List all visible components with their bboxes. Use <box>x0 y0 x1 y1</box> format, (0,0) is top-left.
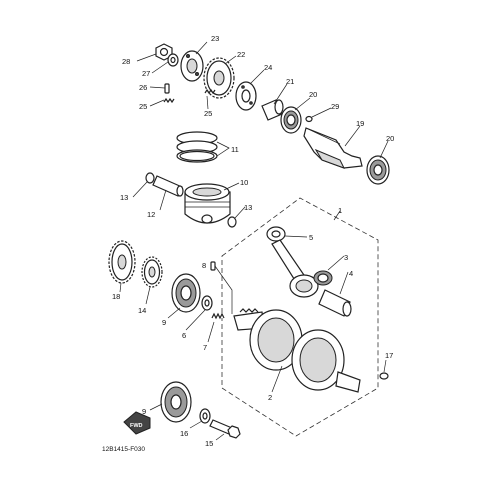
callout-13-left: 13 <box>120 193 128 202</box>
callout-24: 24 <box>264 63 272 72</box>
callout-6: 6 <box>182 331 186 340</box>
gear-18 <box>108 240 136 284</box>
pin-26 <box>164 83 170 94</box>
callout-10: 10 <box>240 178 248 187</box>
callout-17: 17 <box>385 351 393 360</box>
diagram-code: 12B1415-F030 <box>102 446 145 453</box>
callout-numbers: 23 28 22 27 24 26 21 25 20 25 29 19 20 1… <box>112 34 394 448</box>
callout-9-upper: 9 <box>162 318 166 327</box>
piston-pin-12 <box>152 175 184 197</box>
spring-25b <box>204 88 216 95</box>
collar-21 <box>261 99 284 121</box>
callout-11: 11 <box>231 145 239 154</box>
callout-25-left: 25 <box>139 102 147 111</box>
spring-7 <box>211 312 225 320</box>
bolt-15 <box>209 419 241 439</box>
callout-18: 18 <box>112 292 120 301</box>
callout-14: 14 <box>138 306 146 315</box>
key-17 <box>379 372 389 380</box>
needle-bearing-3 <box>313 270 333 286</box>
callout-2: 2 <box>268 393 272 402</box>
callout-3: 3 <box>344 253 348 262</box>
connecting-rod-5 <box>266 226 319 298</box>
callout-20-top: 20 <box>309 90 317 99</box>
callout-19: 19 <box>356 119 364 128</box>
crank-pin-4 <box>318 289 352 317</box>
callout-7: 7 <box>203 343 207 352</box>
plate-24 <box>235 81 257 111</box>
callout-25-right: 25 <box>204 109 212 118</box>
leader-lines <box>119 41 389 441</box>
key-29 <box>305 115 313 123</box>
balancer-gear-22 <box>203 57 235 99</box>
washer-27 <box>167 53 179 67</box>
circlip-13-right <box>227 216 237 228</box>
callout-21: 21 <box>286 77 294 86</box>
fwd-label: FWD <box>130 423 143 429</box>
crankshaft-2 <box>233 308 361 393</box>
bearing-9-lower <box>160 381 192 423</box>
callout-1: 1 <box>338 206 342 215</box>
callout-23: 23 <box>211 34 219 43</box>
callout-22: 22 <box>237 50 245 59</box>
spacer-6 <box>201 295 213 311</box>
fwd-arrow-icon: FWD <box>123 411 151 435</box>
balancer-shaft-19 <box>303 127 363 169</box>
bearing-20-top <box>280 106 302 134</box>
callout-29: 29 <box>331 102 339 111</box>
piston-10 <box>184 183 231 224</box>
pin-8 <box>210 261 216 271</box>
washer-16 <box>199 408 211 424</box>
callout-26: 26 <box>139 83 147 92</box>
callout-5: 5 <box>309 233 313 242</box>
assembly-outline-1 <box>221 197 379 437</box>
bearing-20-right <box>366 155 390 185</box>
callout-13-right: 13 <box>244 203 252 212</box>
callout-27: 27 <box>142 69 150 78</box>
callout-12: 12 <box>147 210 155 219</box>
circlip-13-left <box>145 172 155 184</box>
spring-25a <box>163 97 175 104</box>
callout-8: 8 <box>202 261 206 270</box>
gear-14 <box>141 256 163 288</box>
callout-16: 16 <box>180 429 188 438</box>
callout-28: 28 <box>122 57 130 66</box>
piston-rings-11 <box>176 131 218 163</box>
callout-9-lower: 9 <box>142 407 146 416</box>
bearing-9-upper <box>171 273 201 313</box>
callout-20-right: 20 <box>386 134 394 143</box>
callout-4: 4 <box>349 269 353 278</box>
callout-15: 15 <box>205 439 213 448</box>
gear-hub-23 <box>180 50 204 82</box>
